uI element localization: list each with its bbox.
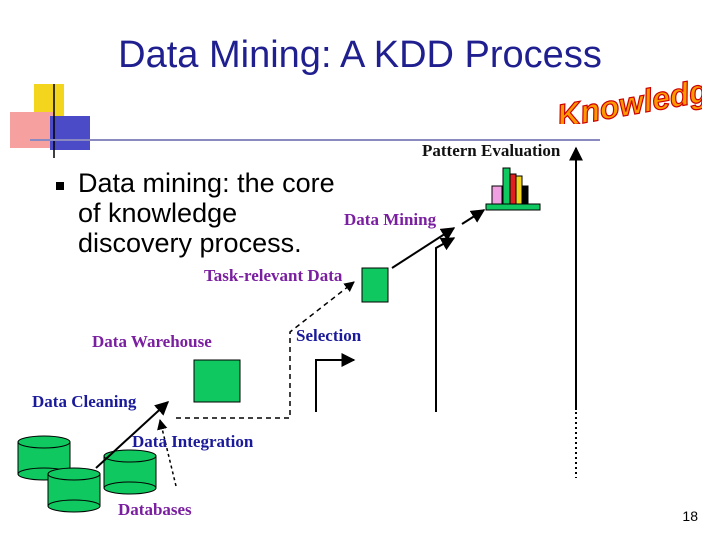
task-to-mining-arrow — [391, 227, 456, 269]
bullet-line-3: discovery process. — [78, 228, 302, 258]
bullet-line-2: of knowledge — [78, 198, 238, 228]
label-databases: Databases — [118, 500, 192, 519]
database-cylinders — [17, 435, 157, 513]
label-data-warehouse: Data Warehouse — [92, 332, 212, 351]
label-task-relevant-data: Task-relevant Data — [204, 266, 343, 285]
integration-to-cleaning-arrow — [95, 401, 170, 469]
data-warehouse-box — [193, 359, 241, 403]
warehouse-to-task-dashed-arrow — [176, 281, 355, 419]
label-pattern-evaluation: Pattern Evaluation — [422, 141, 561, 160]
blue-square — [50, 116, 90, 150]
knowledge-logo: Knowledge — [554, 78, 702, 124]
database-cylinder — [47, 467, 101, 513]
label-data-cleaning: Data Cleaning — [32, 392, 137, 411]
database-cylinder — [103, 449, 157, 495]
label-data-mining: Data Mining — [344, 210, 437, 229]
label-selection: Selection — [296, 326, 362, 345]
pink-square — [10, 112, 54, 148]
label-data-integration: Data Integration — [132, 432, 254, 451]
bullet-line-1: Data mining: the core — [78, 168, 335, 198]
bullet-text: Data mining: the core of knowledge disco… — [78, 168, 378, 258]
mining-vertical-arrow — [435, 237, 456, 412]
slide-title: Data Mining: A KDD Process — [118, 34, 602, 76]
knowledge-logo-text: Knowledge — [554, 78, 702, 124]
page-number: 18 — [682, 508, 698, 524]
bullet-marker — [56, 182, 64, 190]
mining-to-pattern-arrow — [461, 209, 486, 225]
databases-dashed-arrow — [157, 418, 177, 487]
yellow-square — [34, 84, 64, 116]
task-relevant-data-box — [361, 267, 389, 303]
selection-arrow — [315, 353, 356, 412]
pattern-chart-icon — [485, 167, 541, 211]
